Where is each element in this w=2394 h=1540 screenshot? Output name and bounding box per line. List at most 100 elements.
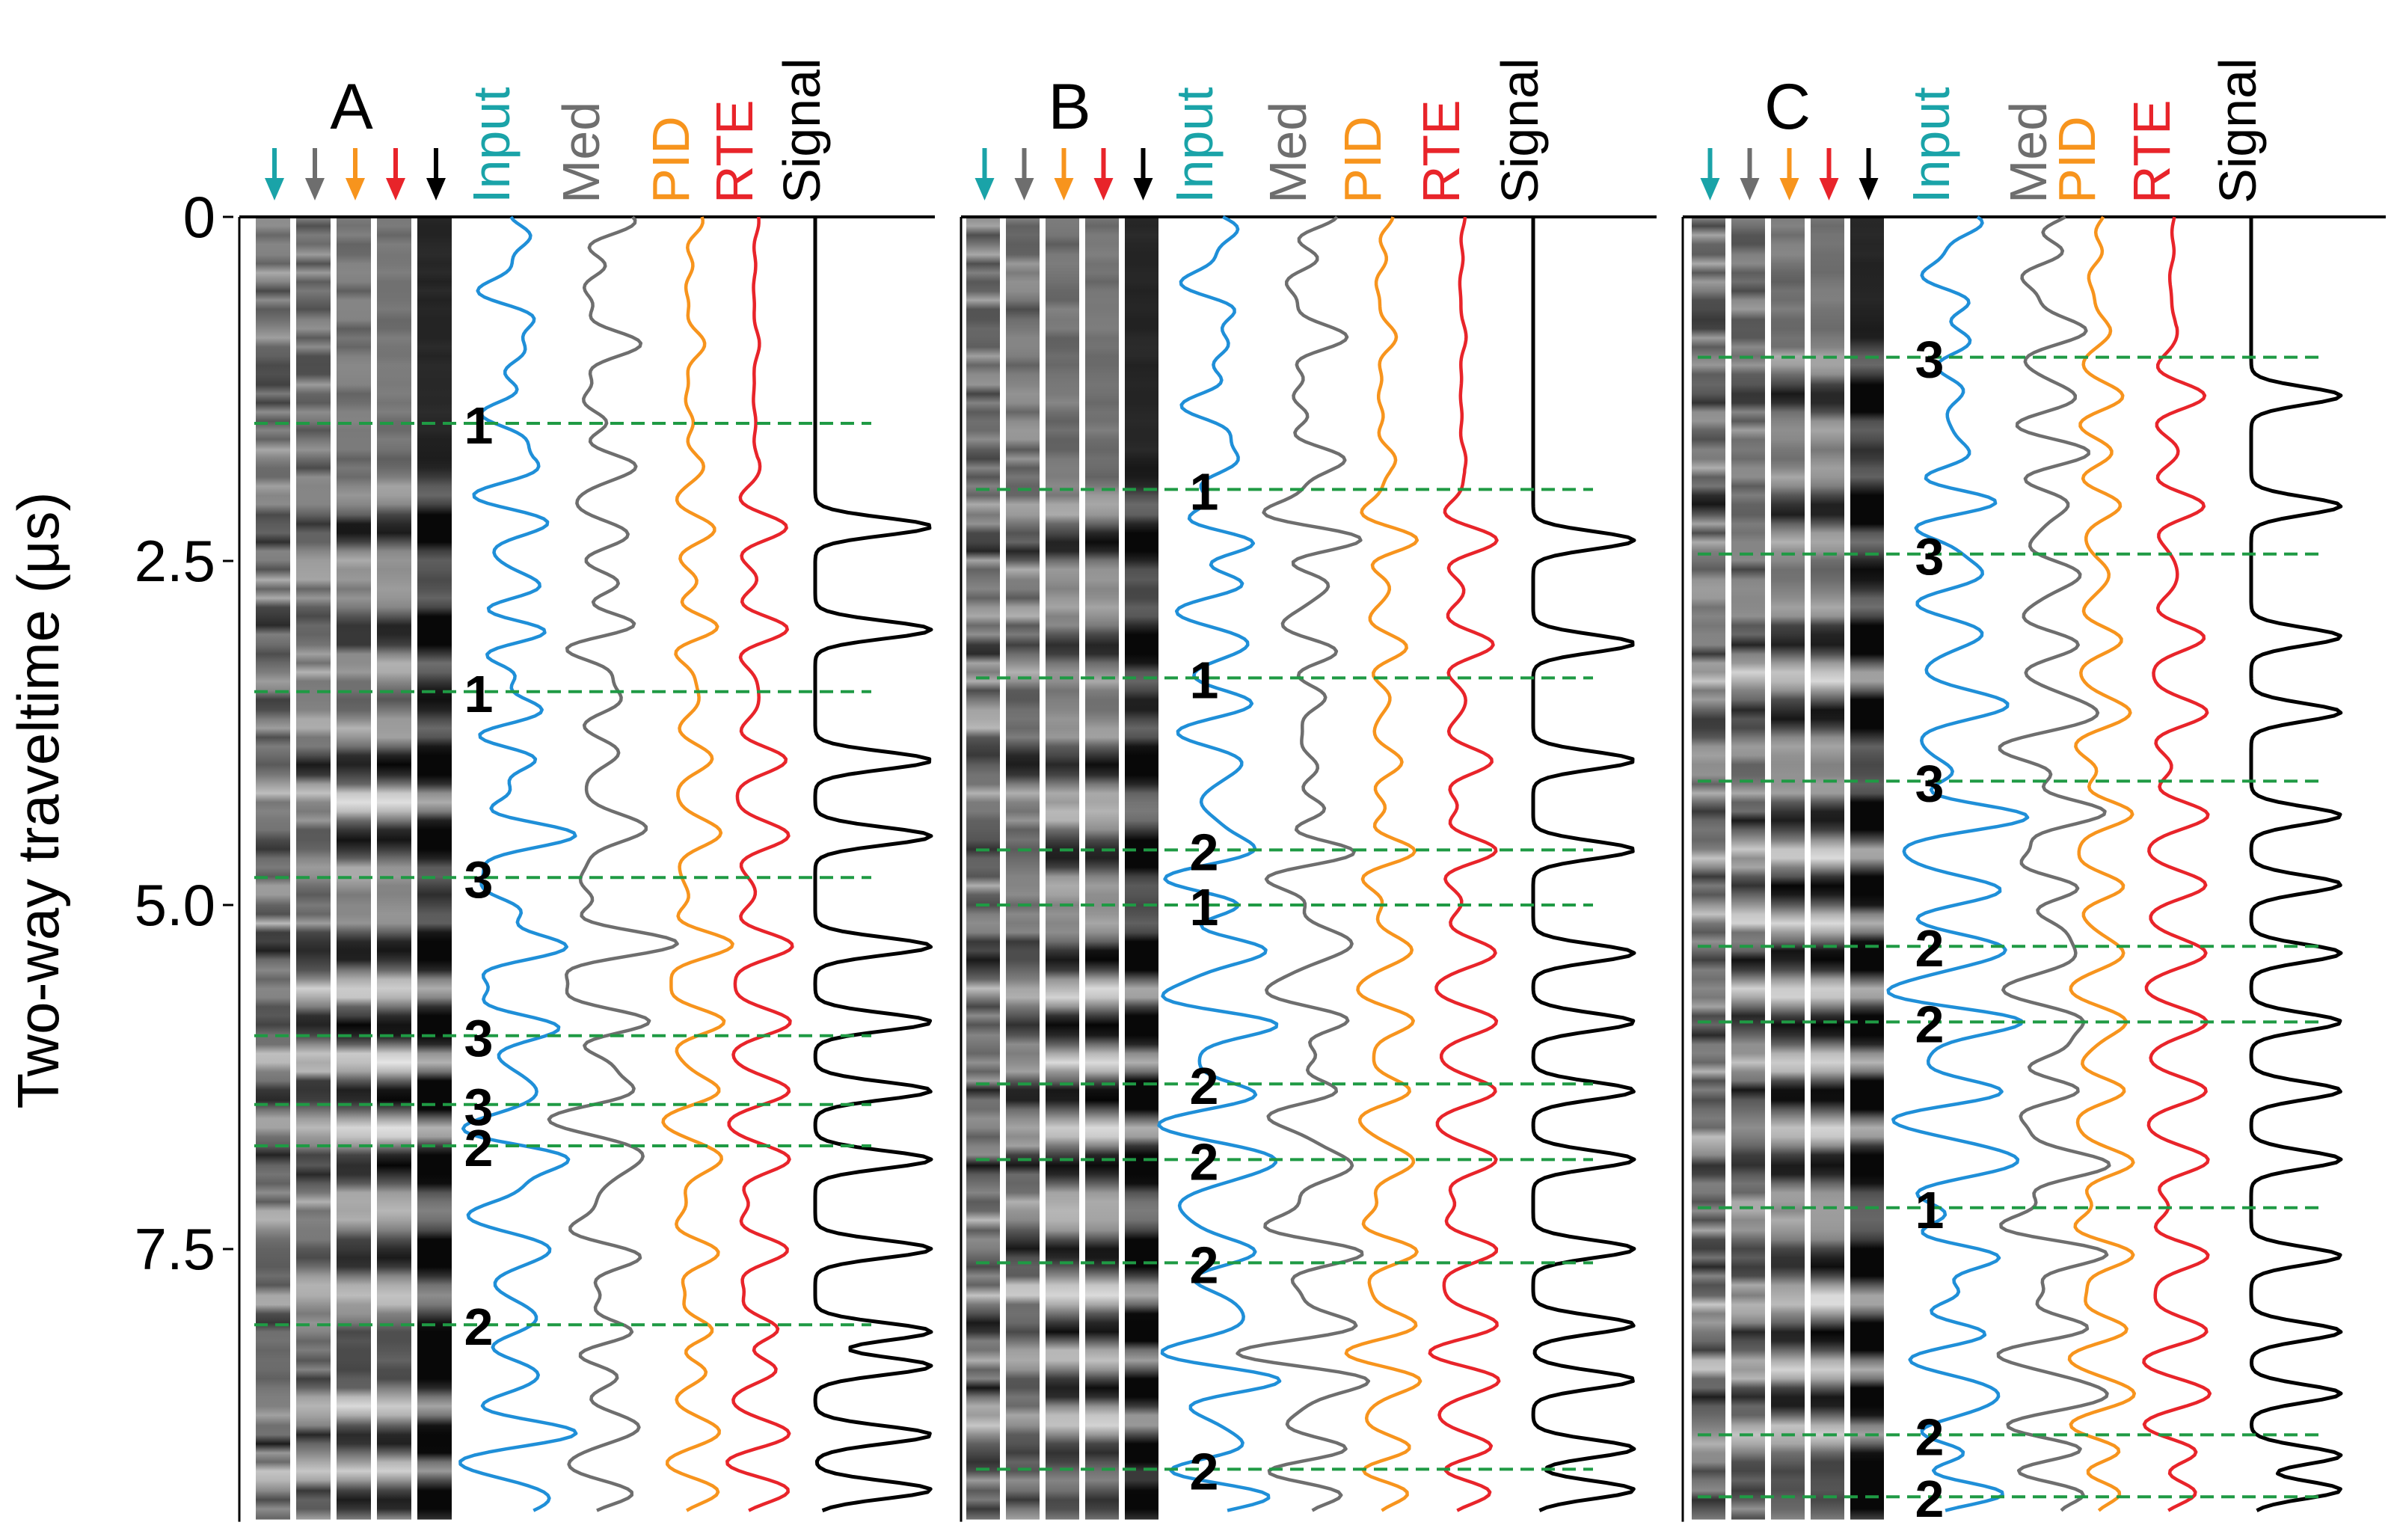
marker-label: 1 [1190,462,1219,521]
down-arrow-icon [1819,148,1839,200]
marker: 2 [1698,1408,2322,1466]
trace-rte [725,216,794,1512]
trace-label-rte: RTE [1412,99,1470,203]
grayscale-strip [417,218,452,1520]
marker-label: 1 [1190,651,1219,709]
trace-pid [661,216,734,1512]
marker: 2 [976,1057,1593,1115]
down-arrow-icon [1054,148,1074,200]
trace-label-signal: Signal [1491,58,1549,203]
down-arrow-icon [1700,148,1720,200]
trace-signal [2249,217,2343,1512]
marker-label: 2 [1190,823,1219,881]
marker-label: 2 [1190,1057,1219,1115]
marker: 2 [1698,995,2322,1053]
grayscale-strip [1125,218,1158,1520]
trace-label-pid: PID [1333,116,1392,203]
marker: 1 [976,462,1593,521]
marker: 2 [976,1132,1593,1191]
grayscale-strip [1731,218,1765,1520]
down-arrow-icon [1133,148,1153,200]
trace-label-pid: PID [642,116,700,203]
marker: 2 [1698,1470,2322,1528]
marker-label: 1 [1190,878,1219,936]
marker-label: 2 [1915,1408,1945,1466]
grayscale-strip [337,218,371,1520]
marker: 3 [254,850,871,909]
down-arrow-icon [1014,148,1034,200]
grayscale-strip [966,218,1000,1520]
marker: 3 [1698,331,2322,389]
marker: 3 [1698,527,2322,586]
marker-label: 2 [1915,919,1945,978]
trace-med [1236,215,1371,1512]
trace-input [458,215,578,1512]
y-tick-label: 2.5 [135,528,215,594]
marker-label: 3 [464,850,494,909]
down-arrow-icon [1859,148,1879,200]
marker: 2 [1698,919,2322,978]
marker: 2 [254,1298,871,1356]
down-arrow-icon [1093,148,1114,200]
marker: 2 [976,1442,1593,1500]
marker: 3 [1698,754,2322,812]
grayscale-strip [1006,218,1040,1520]
grayscale-strip [1850,218,1884,1520]
marker-label: 1 [1915,1181,1945,1239]
trace-label-signal: Signal [2209,58,2267,203]
marker-label: 2 [464,1298,494,1356]
y-tick-label: 0 [183,184,215,250]
marker-label: 3 [1915,754,1945,812]
marker: 3 [254,1078,871,1136]
grayscale-strip [256,218,290,1520]
down-arrow-icon [1779,148,1799,200]
grayscale-strip [377,218,411,1520]
trace-label-input: Input [462,87,521,203]
marker-label: 2 [1915,995,1945,1053]
marker-label: 3 [464,1009,494,1067]
trace-med [547,215,679,1512]
marker: 1 [976,651,1593,709]
trace-med [1996,215,2111,1512]
marker-label: 3 [1915,331,1945,389]
trace-label-input: Input [1165,87,1224,203]
marker-label: 2 [1190,1442,1219,1500]
trace-pid [2067,215,2137,1512]
panel-title: C [1764,71,1811,143]
marker: 1 [254,396,871,455]
y-tick-label: 5.0 [135,872,215,938]
marker: 2 [976,1236,1593,1294]
marker-label: 3 [1915,527,1945,586]
y-axis-ticks: 0 2.5 5.0 7.5 [135,184,233,1282]
marker: 1 [976,878,1593,936]
grayscale-strip [1085,218,1119,1520]
marker-label: 2 [1915,1470,1945,1528]
marker: 3 [254,1009,871,1067]
grayscale-strip [1771,218,1805,1520]
down-arrow-icon [975,148,995,200]
trace-label-pid: PID [2048,116,2106,203]
marker-label: 3 [464,1078,494,1136]
marker-label: 2 [464,1119,494,1177]
down-arrow-icon [386,148,405,200]
trace-label-signal: Signal [773,58,831,203]
y-tick-label: 7.5 [135,1216,215,1282]
trace-rte [1428,216,1501,1512]
trace-label-input: Input [1902,87,1960,203]
marker-label: 1 [464,665,494,723]
panel-title: A [330,71,373,143]
trace-label-med: Med [1999,102,2057,203]
down-arrow-icon [265,148,284,200]
marker-label: 1 [464,396,494,455]
trace-signal [1531,217,1636,1512]
marker: 1 [254,665,871,723]
trace-input [1886,215,2030,1512]
marker: 2 [254,1119,871,1177]
grayscale-strip [1692,218,1725,1520]
y-axis-label: Two-way traveltime (μs) [5,491,71,1108]
trace-rte [2142,216,2212,1512]
down-arrow-icon [1740,148,1760,200]
